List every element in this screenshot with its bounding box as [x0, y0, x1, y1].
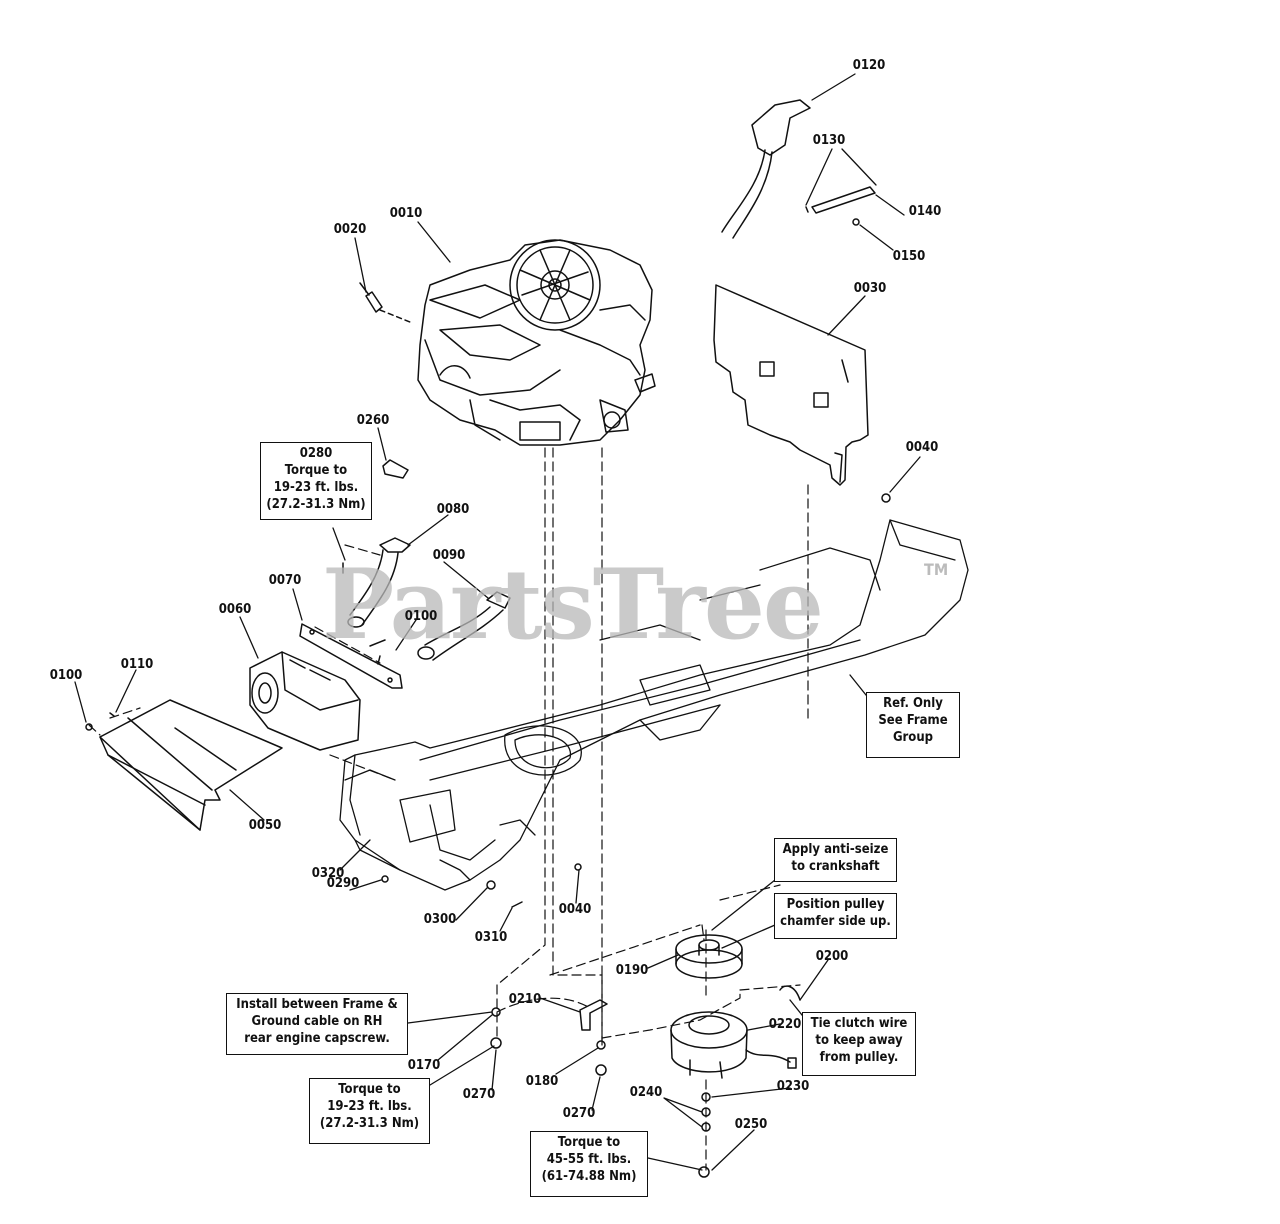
note-anti-seize: Apply anti-seize to crankshaft — [774, 838, 897, 882]
note-line: 45-55 ft. lbs. — [546, 1152, 632, 1167]
note-line: 19-23 ft. lbs. — [327, 1099, 412, 1114]
note-line: Ref. Only — [883, 696, 943, 711]
clutch-0220 — [670, 1011, 797, 1079]
part-label-p0100b: 0100 — [49, 668, 83, 683]
part-label-p0070: 0070 — [268, 573, 302, 588]
note-line: to crankshaft — [791, 859, 880, 874]
part-label-p0320: 0320 — [311, 866, 345, 881]
note-ref-only: Ref. Only See Frame Group — [866, 692, 960, 758]
part-label-p0270a: 0270 — [462, 1087, 496, 1102]
alignment-lines — [88, 447, 809, 1171]
note-line: (27.2-31.3 Nm) — [266, 497, 366, 512]
part-label-p0080: 0080 — [436, 502, 470, 517]
part-label-p0020: 0020 — [333, 222, 367, 237]
note-line: 0280 — [299, 446, 333, 461]
part-label-p0230: 0230 — [776, 1079, 810, 1094]
part-label-p0060: 0060 — [218, 602, 252, 617]
part-label-p0100a: 0100 — [404, 609, 438, 624]
bracket-0070 — [299, 623, 403, 689]
part-label-p0310: 0310 — [474, 930, 508, 945]
note-line: See Frame — [878, 713, 948, 728]
part-label-p0040a: 0040 — [905, 440, 939, 455]
note-line: (61-74.88 Nm) — [541, 1169, 637, 1184]
engine-0010 — [417, 239, 656, 446]
heat-shield-0030 — [713, 284, 891, 503]
part-label-p0090: 0090 — [432, 548, 466, 563]
part-label-p0040b: 0040 — [558, 902, 592, 917]
note-line: Install between Frame & — [236, 997, 398, 1012]
part-label-p0170: 0170 — [407, 1058, 441, 1073]
note-line: (27.2-31.3 Nm) — [319, 1116, 420, 1131]
part-label-p0250: 0250 — [734, 1117, 768, 1132]
clip-0200 — [779, 985, 801, 1001]
note-line: Position pulley — [786, 897, 885, 912]
note-line: Torque to — [284, 463, 348, 478]
pulley-0190 — [675, 934, 743, 979]
part-label-p0300: 0300 — [423, 912, 457, 927]
part-label-p0180: 0180 — [525, 1074, 559, 1089]
note-line: Torque to — [338, 1082, 401, 1097]
note-line: chamfer side up. — [780, 914, 891, 929]
note-torque-0280: 0280 Torque to 19-23 ft. lbs. (27.2-31.3… — [260, 442, 372, 520]
part-label-p0130: 0130 — [812, 133, 846, 148]
note-line: from pulley. — [819, 1050, 899, 1065]
note-line: Tie clutch wire — [810, 1016, 908, 1031]
note-line: Torque to — [557, 1135, 621, 1150]
note-line: Apply anti-seize — [782, 842, 889, 857]
part-label-p0190: 0190 — [615, 963, 649, 978]
part-label-p0290: 0290 — [326, 876, 360, 891]
watermark-trademark: TM — [924, 560, 949, 579]
note-torque-0250: Torque to 45-55 ft. lbs. (61-74.88 Nm) — [530, 1131, 648, 1197]
part-label-p0220: 0220 — [768, 1017, 802, 1032]
exhaust-pipe-0090 — [417, 591, 511, 661]
part-label-p0010: 0010 — [389, 206, 423, 221]
part-label-p0150: 0150 — [892, 249, 926, 264]
note-line: Group — [892, 730, 934, 745]
note-position-pulley: Position pulley chamfer side up. — [774, 893, 897, 939]
part-label-p0050: 0050 — [248, 818, 282, 833]
muffler-0060 — [249, 651, 361, 751]
note-line: rear engine capscrew. — [244, 1031, 390, 1046]
leader-lines — [74, 73, 921, 1171]
note-line: 19-23 ft. lbs. — [273, 480, 359, 495]
note-install-between: Install between Frame & Ground cable on … — [226, 993, 408, 1055]
gasket-0260 — [382, 459, 409, 479]
part-0020-plug — [359, 282, 411, 323]
note-tie-clutch: Tie clutch wire to keep away from pulley… — [802, 1012, 916, 1076]
part-label-p0030: 0030 — [853, 281, 887, 296]
throttle-control-0120 — [721, 99, 876, 239]
part-label-p0200: 0200 — [815, 949, 849, 964]
part-label-p0140: 0140 — [908, 204, 942, 219]
part-label-p0110: 0110 — [120, 657, 154, 672]
watermark: PartsTree — [322, 548, 824, 661]
note-line: to keep away — [815, 1033, 903, 1048]
note-line: Ground cable on RH — [251, 1014, 383, 1029]
part-label-p0120: 0120 — [852, 58, 886, 73]
part-label-p0240: 0240 — [629, 1085, 663, 1100]
part-label-p0210: 0210 — [508, 992, 542, 1007]
part-label-p0270b: 0270 — [562, 1106, 596, 1121]
bracket-0210 — [579, 999, 608, 1031]
frame-outline — [339, 519, 969, 891]
note-torque-0270: Torque to 19-23 ft. lbs. (27.2-31.3 Nm) — [309, 1078, 430, 1144]
muffler-shield-0050 — [99, 699, 283, 831]
exhaust-pipe-0080 — [347, 537, 411, 628]
part-label-p0260: 0260 — [356, 413, 390, 428]
